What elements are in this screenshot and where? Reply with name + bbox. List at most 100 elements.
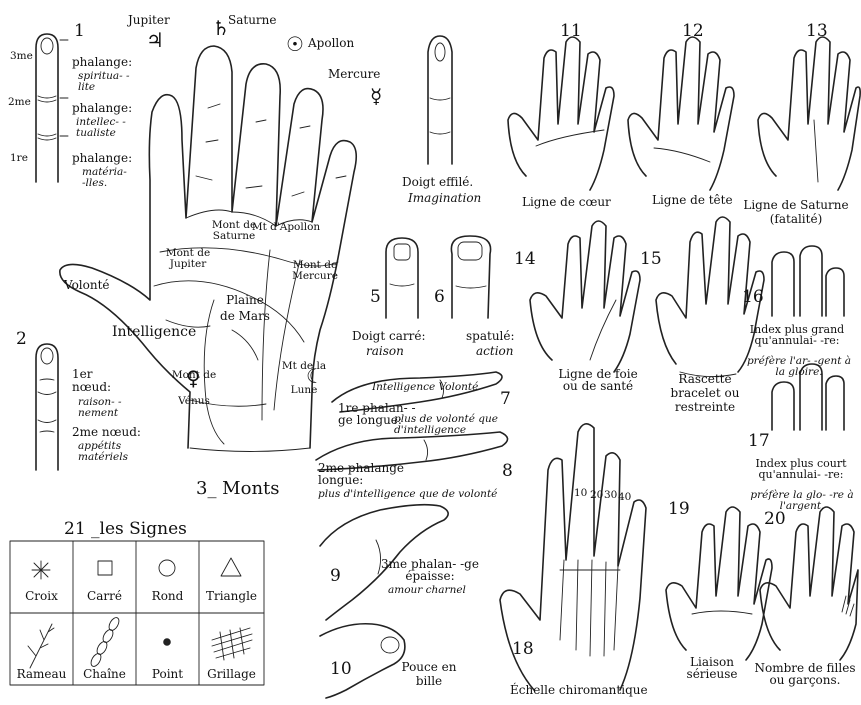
fig5-number: 5	[370, 288, 381, 306]
fig7-top-labels: Intelligence Volonté	[372, 382, 478, 393]
fig4-finger-drawing	[428, 36, 452, 164]
cross-icon	[32, 561, 50, 579]
fig12-number: 12	[682, 22, 704, 40]
fig7-desc: plus de volonté que d'intelligence	[394, 414, 514, 436]
grille-icon	[212, 628, 252, 660]
circle-icon	[159, 560, 175, 576]
fig3-mont-mercure-label: Mont de Mercure	[290, 260, 340, 282]
fig1-number: 1	[74, 22, 85, 40]
fig13-number: 13	[806, 22, 828, 40]
fig16-number: 16	[742, 288, 764, 306]
fig18-scale-40: 40	[618, 492, 631, 503]
fig2-node2-title: 2me nœud:	[72, 426, 141, 439]
fig18-scale-20: 20	[590, 490, 603, 501]
sign-label-triangle: Triangle	[199, 590, 264, 603]
signs-table-title: 21 _les Signes	[64, 520, 187, 538]
fig16-desc: préfère l'ar- -gent à la gloire.	[744, 356, 854, 378]
fig20-number: 20	[764, 510, 786, 528]
mercure-symbol-icon: ☿	[370, 86, 382, 106]
fig17-caption: Index plus court qu'annulai- -re:	[746, 458, 856, 480]
sign-label-grillage: Grillage	[199, 668, 264, 681]
planet-saturne-name: Saturne	[228, 14, 277, 27]
sign-label-carre: Carré	[73, 590, 136, 603]
dot-icon	[164, 639, 170, 645]
lune-symbol-icon: ☾	[306, 366, 324, 386]
branch-icon	[28, 624, 54, 668]
jupiter-symbol-icon: ♃	[146, 30, 164, 50]
fig1-phalange1-title: phalange:	[72, 152, 132, 165]
fig12-hand-drawing	[628, 37, 734, 190]
fig6-desc: action	[476, 345, 514, 358]
fig3-intelligence-label: Intelligence	[112, 326, 196, 339]
triangle-icon	[221, 558, 241, 576]
fig1-phalange1-desc: matéria- -lles.	[82, 167, 130, 189]
fig1-phalange1-marker: 1re	[10, 152, 28, 165]
fig1-phalange3-desc: spiritua- -lite	[78, 71, 130, 93]
planet-mercure-name: Mercure	[328, 68, 380, 81]
venus-symbol-icon: ♀	[186, 368, 201, 388]
fig8-title: 2me phalange longue:	[318, 462, 424, 486]
fig14-caption: Ligne de foie ou de santé	[556, 368, 640, 392]
fig15-caption: Rascette bracelet ou restreinte	[662, 372, 748, 414]
fig1-phalange3-marker: 3me	[10, 50, 33, 63]
fig18-scale-10: 10	[574, 488, 587, 499]
fig2-node2-desc: appétits matériels	[78, 441, 150, 463]
planet-jupiter-name: Jupiter	[128, 14, 170, 27]
fig18-scale-30: 30	[604, 490, 617, 501]
fig9-title: 3me phalan- -ge épaisse:	[380, 558, 480, 582]
fig9-desc: amour charnel	[388, 585, 466, 596]
fig18-number: 18	[512, 640, 534, 658]
fig20-hand-drawing	[760, 507, 858, 660]
fig11-number: 11	[560, 22, 582, 40]
fig3-plaine-mars-label: Plaine de Mars	[220, 292, 270, 324]
fig2-node1-desc: raison- -nement	[78, 397, 130, 419]
fig3-caption: 3_ Monts	[196, 480, 280, 498]
fig1-finger-drawing	[36, 34, 68, 182]
fig17-number: 17	[748, 432, 770, 450]
fig4-title: Doigt effilé.	[402, 176, 473, 189]
sign-label-rameau: Rameau	[10, 668, 73, 681]
fig11-caption: Ligne de cœur	[522, 196, 611, 209]
fig15-number: 15	[640, 250, 662, 268]
fig19-caption: Liaison sérieuse	[682, 656, 742, 680]
fig1-phalange2-title: phalange:	[72, 102, 132, 115]
fig6-number: 6	[434, 288, 445, 306]
fig18-caption: Échelle chiromantique	[510, 684, 648, 697]
fig3-mont-apollon-label: Mt d'Apollon	[250, 222, 322, 233]
fig5-finger-drawing	[386, 238, 418, 318]
saturne-symbol-icon: ♄	[212, 18, 230, 38]
fig2-node1-title: 1er nœud:	[72, 368, 132, 394]
fig16-caption: Index plus grand qu'annulai- -re:	[742, 324, 852, 346]
apollon-symbol-icon: ☉	[286, 34, 304, 54]
fig16-fingers-drawing	[772, 246, 844, 316]
fig2-number: 2	[16, 330, 27, 348]
fig12-caption: Ligne de tête	[652, 194, 733, 207]
fig6-title: spatulé:	[466, 330, 515, 343]
sign-label-rond: Rond	[136, 590, 199, 603]
fig5-title: Doigt carré:	[352, 330, 426, 343]
fig13-caption: Ligne de Saturne (fatalité)	[738, 198, 854, 226]
sign-label-chaine: Chaîne	[73, 668, 136, 681]
fig3-mont-jupiter-label: Mont de Jupiter	[160, 248, 216, 270]
fig14-hand-drawing	[530, 221, 640, 372]
fig1-phalange2-marker: 2me	[8, 96, 31, 109]
sign-label-point: Point	[136, 668, 199, 681]
fig1-phalange2-desc: intellec- -tualiste	[76, 117, 132, 139]
fig8-desc: plus d'intelligence que de volonté	[318, 489, 498, 500]
fig19-number: 19	[668, 500, 690, 518]
fig3-volonte-label: Volonté	[64, 279, 110, 292]
fig5-desc: raison	[366, 345, 404, 358]
fig1-phalange3-title: phalange:	[72, 56, 132, 69]
chain-icon	[89, 616, 121, 668]
planet-apollon-name: Apollon	[308, 37, 354, 50]
fig7-number: 7	[500, 390, 511, 408]
sign-label-croix: Croix	[10, 590, 73, 603]
fig2-finger-drawing	[36, 344, 58, 470]
fig4-desc: Imagination	[408, 192, 481, 205]
fig13-hand-drawing	[758, 37, 860, 190]
fig8-number: 8	[502, 462, 513, 480]
fig14-number: 14	[514, 250, 536, 268]
fig10-title: Pouce en bille	[400, 660, 458, 688]
fig19-hand-drawing	[666, 507, 772, 660]
